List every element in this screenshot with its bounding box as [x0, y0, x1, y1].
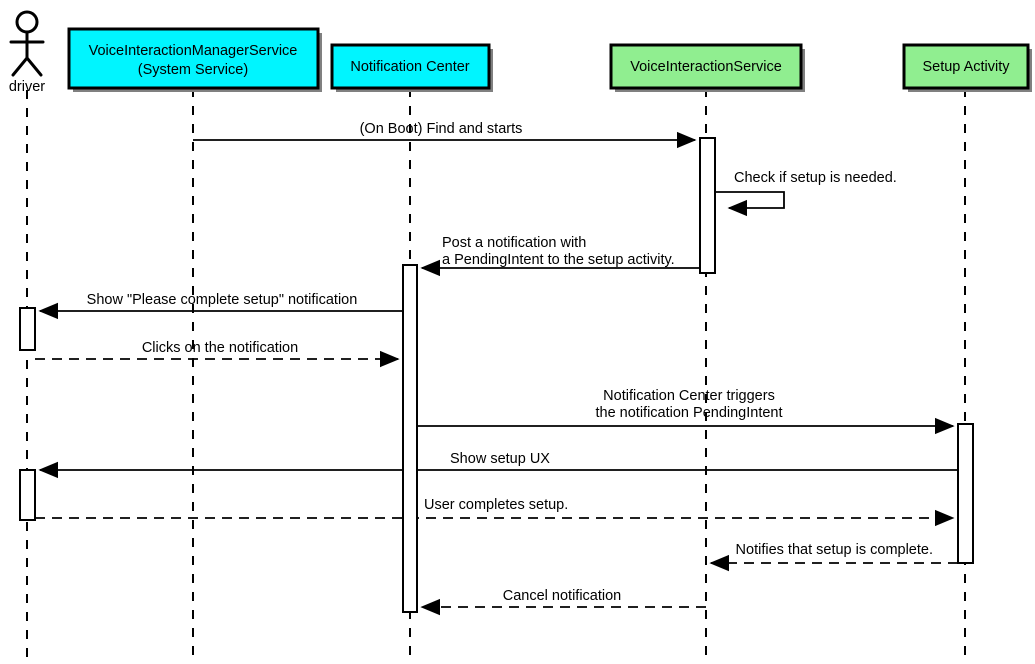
participant-vims[interactable]: VoiceInteractionManagerService (System S… — [67, 27, 322, 92]
message-post-notification[interactable]: Post a notification with a PendingIntent… — [420, 235, 715, 277]
activation-voice-interaction-service — [699, 137, 716, 274]
message-label-on-boot: (On Boot) Find and starts — [360, 121, 523, 137]
activation-setup-activity — [957, 423, 974, 564]
participant-label-voice-interaction-service: VoiceInteractionService — [630, 59, 782, 75]
message-clicks-on-notification[interactable]: Clicks on the notification — [35, 340, 400, 368]
participant-notification-center[interactable]: Notification Center — [330, 43, 493, 92]
participant-label-notification-center: Notification Center — [350, 59, 469, 75]
participant-box-notification-center[interactable] — [330, 43, 491, 90]
participant-box-voice-interaction-service[interactable] — [609, 43, 803, 90]
actor-leg-right-icon — [25, 56, 43, 77]
participant-label-vims-line2: (System Service) — [138, 62, 248, 78]
activation-driver-first — [19, 307, 36, 351]
message-label-cancel-notification: Cancel notification — [503, 588, 622, 604]
message-notifies-setup-complete[interactable]: Notifies that setup is complete. — [709, 542, 958, 572]
message-label-check-if-setup-needed: Check if setup is needed. — [734, 170, 897, 186]
message-arrow-check-if-setup-needed — [716, 191, 785, 217]
message-label-show-setup-ux: Show setup UX — [450, 451, 550, 467]
activation-notification-center — [402, 264, 418, 613]
message-cancel-notification[interactable]: Cancel notification — [420, 588, 706, 616]
message-user-completes-setup[interactable]: User completes setup. — [35, 497, 955, 527]
participant-box-setup-activity[interactable] — [902, 43, 1030, 90]
participant-label-vims-line1: VoiceInteractionManagerService — [89, 43, 298, 59]
message-label-trigger-pendingintent-line2: the notification PendingIntent — [595, 405, 782, 421]
message-label-notifies-setup-complete: Notifies that setup is complete. — [736, 542, 933, 558]
message-on-boot-find-and-starts[interactable]: (On Boot) Find and starts — [193, 121, 697, 149]
message-show-setup-ux[interactable]: Show setup UX — [38, 451, 958, 479]
message-label-post-notification-line1: Post a notification with — [442, 235, 586, 251]
activation-driver-second — [19, 469, 36, 521]
participant-label-setup-activity: Setup Activity — [922, 59, 1010, 75]
message-label-clicks-on-notification: Clicks on the notification — [142, 340, 298, 356]
participant-voice-interaction-service[interactable]: VoiceInteractionService — [609, 43, 805, 92]
actor-leg-left-icon — [11, 56, 29, 77]
message-trigger-pendingintent[interactable]: Notification Center triggers the notific… — [417, 388, 955, 435]
participant-label-driver: driver — [9, 79, 45, 95]
message-label-trigger-pendingintent-line1: Notification Center triggers — [603, 388, 775, 404]
message-label-show-setup-notification: Show "Please complete setup" notificatio… — [87, 292, 358, 308]
participant-driver[interactable]: driver — [9, 10, 45, 95]
message-check-if-setup-needed[interactable]: Check if setup is needed. — [716, 170, 897, 217]
participant-setup-activity[interactable]: Setup Activity — [902, 43, 1032, 92]
message-show-setup-notification[interactable]: Show "Please complete setup" notificatio… — [38, 292, 403, 320]
activations-group — [19, 137, 974, 613]
message-label-post-notification-line2: a PendingIntent to the setup activity. — [442, 252, 675, 268]
actor-head-icon — [15, 10, 39, 34]
participant-box-vims[interactable] — [67, 27, 320, 90]
message-label-user-completes-setup: User completes setup. — [424, 497, 568, 513]
